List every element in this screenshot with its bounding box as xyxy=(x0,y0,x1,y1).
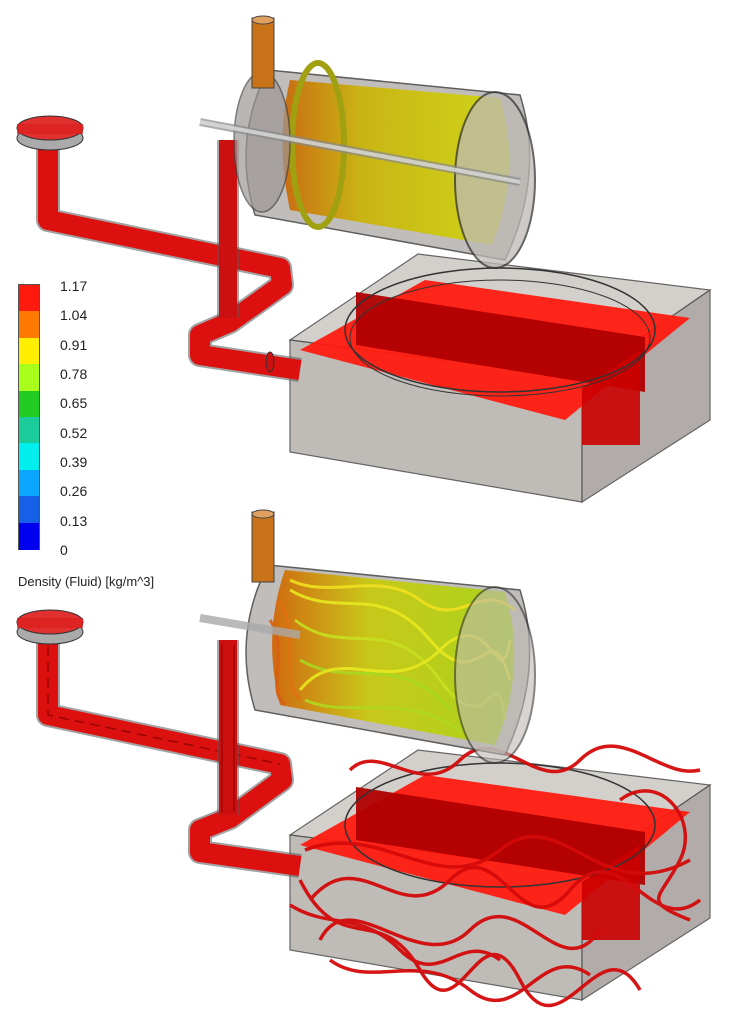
legend-swatch xyxy=(19,443,39,471)
tank-box-bottom xyxy=(288,744,712,1008)
legend-tick-label: 1.17 xyxy=(60,278,88,294)
drum-top xyxy=(199,15,536,269)
legend-tick-label: 0 xyxy=(60,542,68,558)
legend-swatch xyxy=(19,364,39,392)
legend-swatch xyxy=(19,311,39,339)
tank-box-top xyxy=(288,253,712,504)
legend-tick-label: 0.65 xyxy=(60,395,88,412)
legend-swatch xyxy=(19,337,39,365)
bottom-scene xyxy=(16,509,712,1008)
legend-swatch xyxy=(19,496,39,524)
pipe-top xyxy=(16,115,302,382)
top-scene xyxy=(16,15,712,504)
legend-tick-label: 1.04 xyxy=(60,307,88,324)
legend-color-bar xyxy=(18,284,40,550)
legend-tick-label: 0.39 xyxy=(60,454,88,470)
legend-swatch xyxy=(19,469,39,497)
legend-tick-label: 0.13 xyxy=(60,512,88,529)
legend-swatch xyxy=(19,285,39,312)
legend-title: Density (Fluid) [kg/m^3] xyxy=(18,574,155,589)
legend-tick-label: 0.91 xyxy=(60,336,88,353)
legend-swatch xyxy=(19,417,39,444)
legend-swatch xyxy=(19,390,39,418)
legend-tick-label: 0.78 xyxy=(60,366,88,382)
legend-tick-label: 0.52 xyxy=(60,424,88,441)
pipe-bottom xyxy=(16,609,302,878)
legend-tick-label: 0.26 xyxy=(60,483,88,500)
legend-swatch xyxy=(19,522,39,550)
drum-bottom xyxy=(199,509,536,764)
